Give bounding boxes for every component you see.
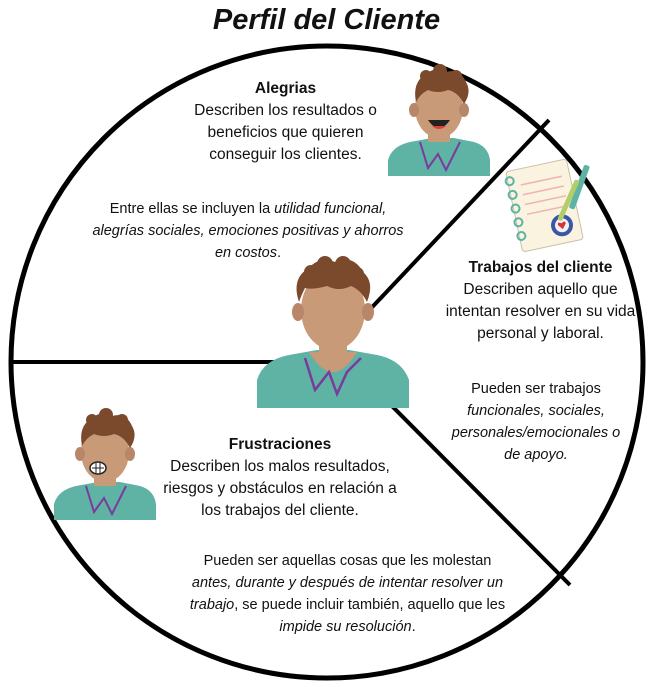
frustraciones-note-text: Pueden ser aquellas cosas que les molest… <box>203 553 492 569</box>
frustraciones-heading: Frustraciones <box>228 436 332 453</box>
frustraciones-note-italic: antes, durante y después de intentar res… <box>191 575 504 591</box>
center-customer-icon <box>257 256 409 408</box>
trabajos-section: Trabajos del cliente Describen aquello q… <box>428 257 653 345</box>
alegrias-note-italic: utilidad funcional, <box>274 201 387 217</box>
trabajos-note-text: Pueden ser trabajos <box>471 381 601 397</box>
frustraciones-description-line: los trabajos del cliente. <box>201 502 359 519</box>
frustraciones-note: Pueden ser aquellas cosas que les molest… <box>150 550 545 638</box>
trabajos-note-italic: de apoyo. <box>504 447 568 463</box>
alegrias-note-text: Entre ellas se incluyen la <box>109 201 275 217</box>
frustraciones-note-text: , se puede incluir también, aquello que … <box>234 597 506 613</box>
alegrias-description-line: beneficios que quieren <box>207 124 364 141</box>
profile-circle <box>8 43 646 681</box>
alegrias-note-italic: alegrías sociales, emociones positivas y… <box>92 223 404 239</box>
trabajos-note: Pueden ser trabajos funcionales, sociale… <box>436 378 636 466</box>
alegrias-heading: Alegrias <box>254 80 317 97</box>
frustraciones-note-italic: impide su resolución <box>279 619 412 635</box>
trabajos-description-line: personal y laboral. <box>477 325 604 342</box>
alegrias-section: Alegrias Describen los resultados o bene… <box>178 78 393 166</box>
notebook-icon <box>504 158 590 252</box>
frustraciones-note-text: . <box>411 619 416 635</box>
frustraciones-description-line: Describen los malos resultados, <box>170 458 390 475</box>
alegrias-note-text: . <box>277 245 282 261</box>
trabajos-description-line: intentan resolver en su vida <box>445 303 636 320</box>
alegrias-note-italic: en costos <box>214 245 278 261</box>
page-title: Perfil del Cliente <box>212 4 441 36</box>
trabajos-description-line: Describen aquello que <box>463 281 618 298</box>
divider-lower-right <box>376 390 572 587</box>
divider-upper-right <box>358 118 551 322</box>
trabajos-note-italic: funcionales, sociales, <box>467 403 605 419</box>
alegrias-description-line: conseguir los clientes. <box>209 146 362 163</box>
trabajos-note-italic: personales/emocionales o <box>451 425 621 441</box>
frustraciones-section: Frustraciones Describen los malos result… <box>150 434 410 522</box>
alegrias-description-line: Describen los resultados o <box>194 102 377 119</box>
frustraciones-note-italic: trabajo <box>189 597 235 613</box>
frustraciones-description-line: riesgos y obstáculos en relación a <box>163 480 397 497</box>
alegrias-note: Entre ellas se incluyen la utilidad func… <box>78 198 418 264</box>
frustrated-customer-icon <box>54 408 156 520</box>
happy-customer-icon <box>388 64 490 176</box>
trabajos-heading: Trabajos del cliente <box>468 259 613 276</box>
